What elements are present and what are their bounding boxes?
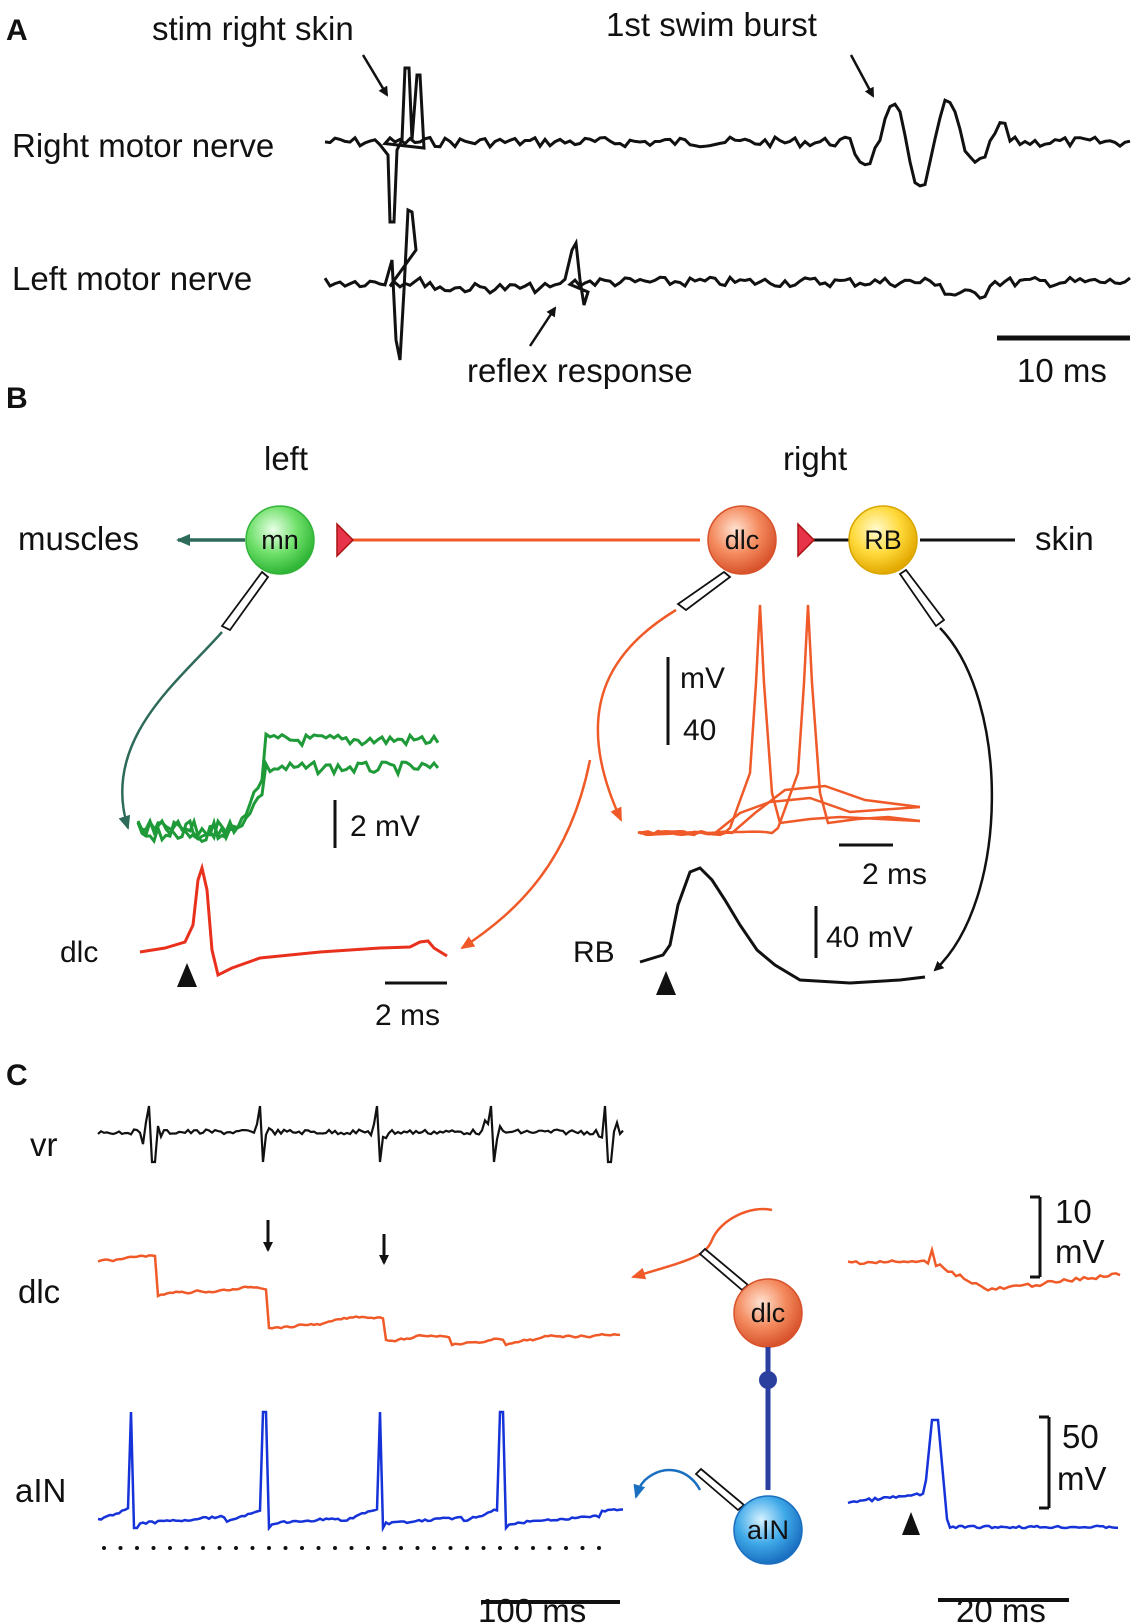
dlc-ipsp-inset-trace (847, 1245, 1121, 1292)
scale-label-2ms-dlc-trace: 2 ms (375, 999, 440, 1032)
left-motor-nerve-trace (323, 207, 1131, 361)
electrode-mn-icon (220, 570, 270, 632)
dlc-c-recording-arrow (631, 1207, 773, 1280)
ventral-root-trace (97, 1105, 624, 1164)
annotation-stim-right-skin: stim right skin (152, 10, 354, 47)
stim-marker-rb-icon (656, 971, 676, 995)
mn-recording-arrow (118, 631, 223, 830)
electrode-ain-icon (694, 1467, 746, 1512)
dlc-spike-traces (637, 604, 921, 837)
baseline-dotted-line (102, 1546, 601, 1550)
scale-label-40: 40 (683, 714, 716, 747)
scale-label-2mv: 2 mV (350, 810, 420, 843)
ain-recording-arrow (633, 1468, 702, 1499)
ain-membrane-trace (97, 1410, 624, 1533)
ain-spike-inset-trace (847, 1418, 1118, 1530)
trace-label-dlc: dlc (60, 936, 98, 969)
label-left-motor-nerve: Left motor nerve (12, 260, 252, 297)
scale-label-40mv-rb: 40 mV (826, 921, 913, 954)
synapse-dlc-icon (797, 522, 816, 558)
label-left-side: left (264, 440, 308, 477)
scale-label-20ms: 20 ms (956, 1592, 1046, 1623)
electrode-dlc-c-icon (698, 1247, 750, 1292)
dlc-action-potential-trace (139, 862, 448, 978)
trace-label-vr: vr (30, 1126, 58, 1163)
label-right-motor-nerve: Right motor nerve (12, 127, 274, 164)
right-motor-nerve-trace (324, 66, 1131, 224)
electrode-dlc-icon (676, 570, 732, 612)
trace-label-rb: RB (573, 936, 615, 969)
cell-dlc-label: dlc (725, 525, 760, 555)
cell-mn-label: mn (261, 525, 299, 555)
electrode-rb-icon (898, 568, 946, 628)
scale-label-50: 50 (1062, 1418, 1099, 1455)
cell-ain-label: aIN (747, 1515, 789, 1545)
scale-label-mv-top: mV (1055, 1233, 1105, 1270)
synapse-mn-icon (336, 522, 355, 558)
scale-label-10ms: 10 ms (1017, 352, 1107, 389)
reflex-arrow (528, 306, 557, 347)
cell-ain (733, 1495, 803, 1565)
panel-label-a: A (6, 14, 28, 47)
scale-label-2ms-dlc: 2 ms (862, 858, 927, 891)
cell-dlc-c-label: dlc (751, 1298, 786, 1328)
stim-marker-dlc-icon (177, 963, 197, 987)
mn-epsp-traces (136, 731, 440, 845)
trace-label-dlc-c: dlc (18, 1273, 60, 1310)
panel-label-b: B (6, 382, 28, 415)
cell-rb-label: RB (864, 525, 902, 555)
swim-burst-arrow (849, 54, 875, 98)
scale-label-10: 10 (1055, 1193, 1092, 1230)
rb-recording-arrow (933, 627, 994, 972)
rb-action-potential-trace (639, 866, 926, 985)
cell-rb (848, 505, 918, 575)
annotation-first-swim-burst: 1st swim burst (606, 6, 817, 43)
annotation-reflex-response: reflex response (467, 352, 693, 389)
dlc-membrane-trace (97, 1254, 621, 1347)
label-skin: skin (1035, 520, 1094, 557)
panel-label-c: C (6, 1059, 28, 1092)
inhibitory-synapse-icon (759, 1371, 777, 1389)
cell-mn (245, 505, 315, 575)
trace-label-ain: aIN (15, 1472, 66, 1509)
dlc-recording-arrow (596, 608, 677, 822)
stim-arrow (361, 54, 389, 97)
dlc-trace-arrow (460, 759, 592, 950)
stim-marker-ain-icon (902, 1512, 920, 1535)
scale-label-100ms: 100 ms (478, 1592, 586, 1623)
cell-dlc (707, 505, 777, 575)
scale-label-mv-bottom: mV (1057, 1460, 1107, 1497)
label-muscles: muscles (18, 520, 139, 557)
label-right-side: right (783, 440, 847, 477)
scale-label-mv: mV (680, 662, 725, 695)
